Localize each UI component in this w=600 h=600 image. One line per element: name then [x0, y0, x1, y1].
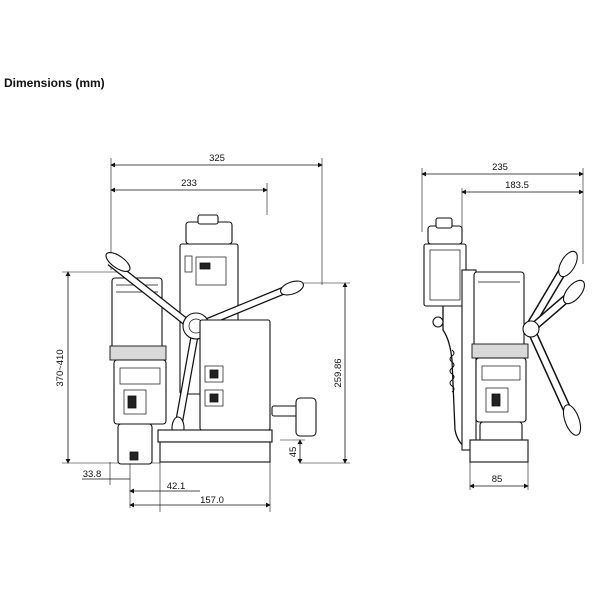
- side-top-cap: [427, 225, 463, 245]
- dim-235-label: 235: [492, 162, 508, 173]
- side-gearbox: [475, 357, 527, 423]
- side-motor: [473, 271, 525, 353]
- side-hub: [522, 320, 540, 338]
- dim-325-label: 325: [209, 153, 225, 164]
- side-base: [469, 439, 529, 463]
- front-magnet-base: [157, 429, 273, 443]
- front-base-plate: [159, 441, 271, 463]
- front-handle-right: [279, 280, 305, 296]
- dim-259-label: 259.86: [333, 358, 344, 387]
- front-handle-left: [105, 252, 131, 272]
- side-handle-middle: [562, 279, 586, 305]
- side-handle-upper: [558, 250, 578, 278]
- dim-42-label: 42.1: [167, 481, 186, 492]
- front-gearbox: [113, 359, 167, 425]
- front-lever-grip: [295, 397, 317, 437]
- dim-233-label: 233: [181, 178, 197, 189]
- diagram-title: Dimensions (mm): [4, 76, 105, 90]
- side-handle-lower: [562, 404, 582, 436]
- dim-45-label: 45: [288, 447, 299, 458]
- front-top-cap: [185, 221, 233, 245]
- dim-183-label: 183.5: [505, 180, 529, 191]
- dim-370-410-label: 370~410: [55, 349, 66, 386]
- dim-33-label: 33.8: [83, 469, 102, 480]
- dim-157-label: 157.0: [200, 495, 224, 506]
- front-chuck: [117, 423, 153, 465]
- side-view: 235 183.5 85: [421, 162, 586, 490]
- dim-85-label: 85: [492, 474, 503, 485]
- front-motor: [111, 277, 163, 357]
- front-view: 325 233 370~410 259.86 45 33.8 42.1 157.…: [55, 153, 350, 512]
